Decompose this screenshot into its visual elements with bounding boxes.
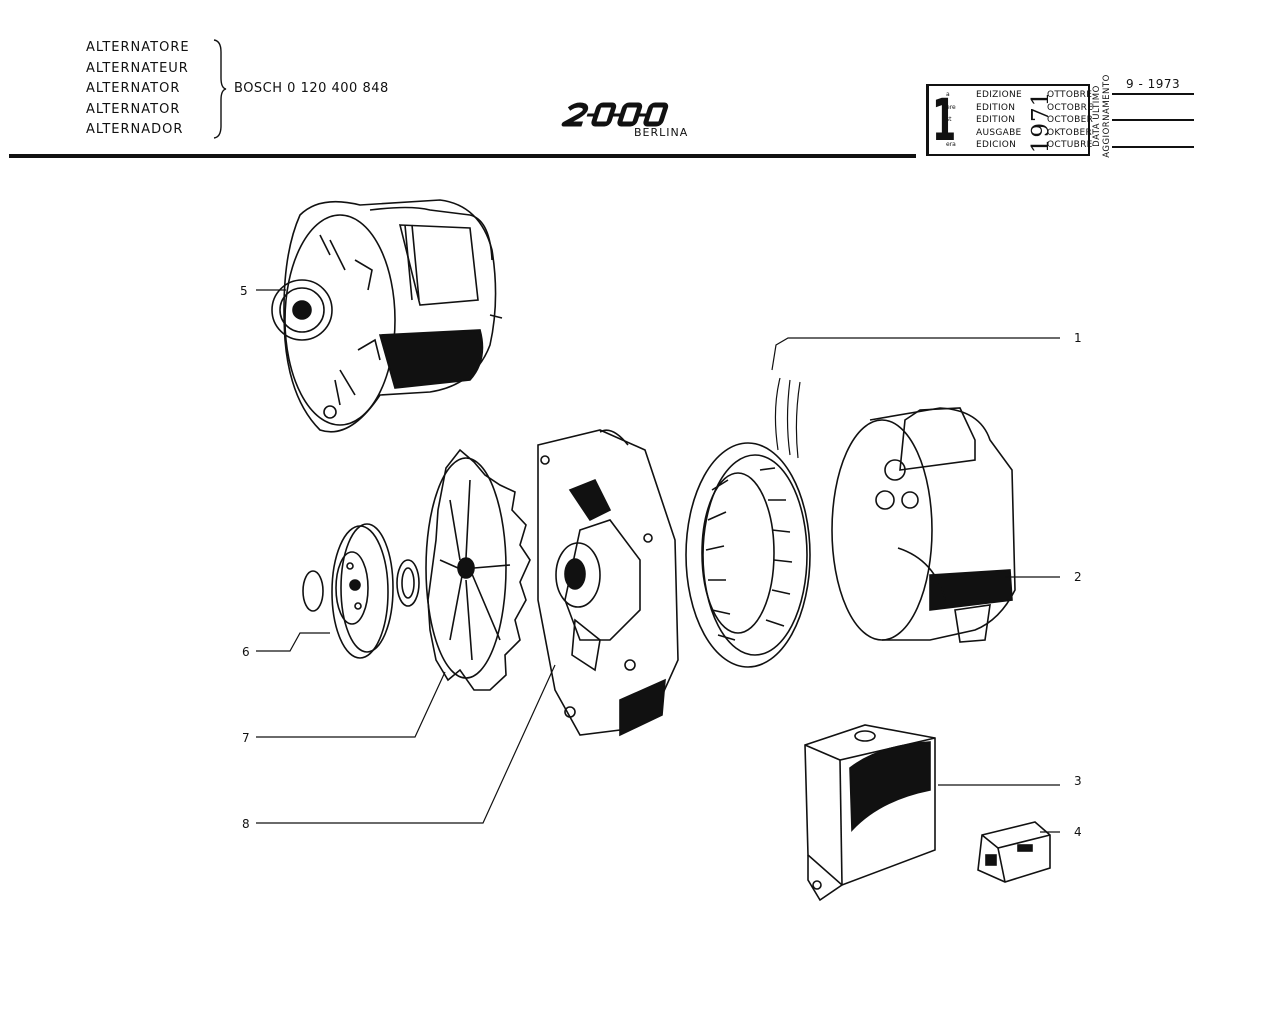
connector-plug-drawing [977, 821, 1051, 883]
voltage-regulator-drawing [804, 724, 936, 902]
callout-4: 4 [1074, 825, 1082, 839]
name-french: ALTERNATEUR [86, 60, 189, 76]
stator-drawing [685, 377, 811, 668]
edition-word: EDICION [976, 140, 1017, 151]
edition-month: OTTOBRE [1047, 90, 1093, 100]
edition-month: OCTOBRE [1047, 102, 1094, 113]
name-spanish: ALTERNADOR [86, 122, 184, 137]
assembled-alternator-drawing [271, 199, 503, 433]
callout-7: 7 [242, 731, 250, 745]
pulley-drawing [302, 523, 420, 659]
edition-words: EDIZIONE EDITION EDITION AUSGABE EDICION [976, 89, 1022, 152]
edition-months: OTTOBRE OCTOBRE OCTOBER OKTOBER OCTUBRE [1047, 89, 1093, 152]
edition-box: 1 a ere st . era EDIZIONE EDITION EDITIO… [926, 84, 1093, 156]
leader-lines [256, 289, 1060, 833]
edition-word: EDITION [976, 115, 1016, 126]
edition-suffix: ere [946, 103, 956, 111]
edition-number: 1 [932, 86, 957, 154]
edition-suffix: st [946, 116, 952, 124]
name-english: ALTERNATOR [86, 81, 181, 96]
edition-month: OCTOBER [1047, 115, 1094, 126]
header-rule [9, 154, 916, 158]
edition-word: EDITION [976, 102, 1016, 113]
edition-month: OCTUBRE [1047, 140, 1093, 151]
callout-8: 8 [242, 817, 250, 831]
callout-2: 2 [1074, 570, 1082, 584]
component-name-list: ALTERNATORE ALTERNATEUR ALTERNATOR ALTER… [86, 38, 190, 141]
update-date: 9 - 1973 [1126, 77, 1181, 91]
slip-ring-housing-drawing [831, 407, 1016, 643]
edition-suffix: era [946, 141, 956, 149]
name-italian: ALTERNATORE [86, 40, 190, 55]
name-german: ALTERNATOR [86, 101, 181, 117]
brace-icon [213, 39, 227, 139]
edition-word: EDIZIONE [976, 90, 1022, 100]
callout-5: 5 [240, 284, 248, 298]
edition-word: AUSGABE [976, 127, 1022, 138]
edition-suffix: a [946, 91, 950, 98]
part-number: BOSCH 0 120 400 848 [234, 81, 389, 96]
edition-suffix: . [946, 128, 948, 136]
edition-suffixes: a ere st . era [946, 89, 956, 152]
fan-drawing [425, 448, 531, 691]
update-line [1112, 119, 1194, 121]
update-line [1112, 146, 1194, 148]
callout-3: 3 [1074, 774, 1082, 788]
callout-6: 6 [242, 645, 250, 659]
update-line [1112, 93, 1194, 95]
model-variant: BERLINA [634, 126, 689, 139]
model-logo: 2000 [561, 102, 669, 127]
callout-1: 1 [1074, 331, 1082, 345]
end-shield-drawing [537, 429, 679, 737]
edition-month: OKTOBER [1047, 127, 1093, 138]
